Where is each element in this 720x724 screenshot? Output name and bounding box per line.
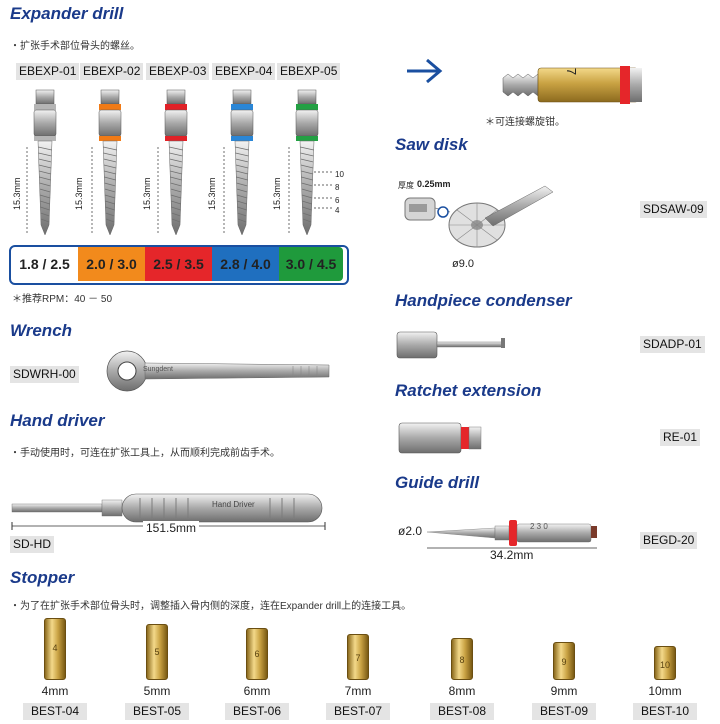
stopper-size-9: 9mm bbox=[550, 684, 578, 698]
wrench-illustration bbox=[106, 350, 330, 392]
stopper-number-10: 10 bbox=[659, 659, 670, 670]
code-ebexp-02: EBEXP-02 bbox=[80, 63, 144, 80]
code-best-5: BEST-05 bbox=[125, 703, 189, 720]
handpiece-condenser-illustration bbox=[396, 331, 505, 359]
code-best-10: BEST-10 bbox=[633, 703, 697, 720]
guide-drill-diameter: ø2.0 bbox=[398, 524, 423, 538]
hand-driver-length: 151.5mm bbox=[143, 521, 200, 535]
depth-mark-6: 6 bbox=[335, 196, 340, 205]
guide-drill-length: 34.2mm bbox=[490, 548, 534, 562]
expander-drill-title: Expander drill bbox=[10, 4, 124, 23]
stopper-number-6: 6 bbox=[254, 649, 260, 659]
stopper-body-7: 7 bbox=[347, 634, 369, 680]
band-1: 1.8 / 2.5 bbox=[11, 247, 78, 281]
code-best-8: BEST-08 bbox=[430, 703, 494, 720]
expander-drill-illustrations bbox=[26, 89, 332, 236]
length-label-1: 15.3mm bbox=[12, 177, 22, 210]
guide-drill-title: Guide drill bbox=[395, 473, 480, 492]
depth-mark-4: 4 bbox=[335, 206, 340, 215]
band-4: 2.8 / 4.0 bbox=[212, 247, 279, 281]
band-5-label: 3.0 / 4.5 bbox=[285, 256, 337, 272]
length-label-2: 15.3mm bbox=[74, 177, 84, 210]
code-begd-20: BEGD-20 bbox=[640, 532, 698, 549]
stopper-size-7: 7mm bbox=[344, 684, 372, 698]
stopper-size-8: 8mm bbox=[448, 684, 476, 698]
depth-mark-8: 8 bbox=[335, 183, 340, 192]
depth-mark-10: 10 bbox=[335, 170, 344, 179]
stopper-note: ・为了在扩张手术部位骨头时，调整插入骨内侧的深度，连在Expander dril… bbox=[10, 601, 412, 612]
code-sd-hd: SD-HD bbox=[10, 536, 54, 553]
hand-driver-engraving: Hand Driver bbox=[212, 500, 255, 509]
code-best-4: BEST-04 bbox=[23, 703, 87, 720]
stopper-body-9: 9 bbox=[553, 642, 575, 680]
adapter-number: 7 bbox=[564, 67, 580, 76]
stopper-size-10: 10mm bbox=[648, 684, 682, 698]
saw-disk-thickness-label: 厚度 bbox=[398, 181, 414, 190]
saw-disk-thickness: 0.25mm bbox=[417, 179, 451, 189]
length-label-5: 15.3mm bbox=[272, 177, 282, 210]
band-5: 3.0 / 4.5 bbox=[279, 247, 343, 281]
length-label-3: 15.3mm bbox=[142, 177, 152, 210]
code-ebexp-03: EBEXP-03 bbox=[146, 63, 210, 80]
band-4-label: 2.8 / 4.0 bbox=[220, 256, 271, 272]
stopper-size-4: 4mm bbox=[41, 684, 69, 698]
band-1-label: 1.8 / 2.5 bbox=[19, 256, 70, 272]
stopper-title: Stopper bbox=[10, 568, 75, 587]
stopper-body-10: 10 bbox=[654, 646, 676, 680]
band-3-label: 2.5 / 3.5 bbox=[153, 256, 204, 272]
code-sdsaw-09: SDSAW-09 bbox=[640, 201, 707, 218]
wrench-title: Wrench bbox=[10, 321, 73, 340]
adapter-note: ＊可连接螺旋钳。 bbox=[485, 117, 565, 128]
stopper-number-9: 9 bbox=[561, 657, 567, 668]
saw-disk-illustration bbox=[404, 185, 554, 248]
saw-disk-diameter: ø9.0 bbox=[452, 258, 475, 270]
rpm-note: ＊推荐RPM：40 － 50 bbox=[12, 294, 113, 305]
code-best-6: BEST-06 bbox=[225, 703, 289, 720]
arrow-right-icon bbox=[407, 58, 443, 84]
length-label-4: 15.3mm bbox=[207, 177, 217, 210]
stopper-adapter-illustration bbox=[502, 66, 642, 104]
hand-driver-note: ・手动使用时，可连在扩张工具上，从而顺利完成前齿手术。 bbox=[10, 448, 280, 459]
diameter-band-bar bbox=[9, 245, 349, 285]
ratchet-extension-illustration bbox=[398, 422, 482, 454]
wrench-brand: Sungdent bbox=[143, 366, 173, 373]
expander-drill-4 bbox=[223, 89, 254, 236]
stopper-body-8: 8 bbox=[451, 638, 473, 680]
ratchet-extension-title: Ratchet extension bbox=[395, 381, 542, 400]
stopper-number-5: 5 bbox=[154, 646, 160, 657]
code-ebexp-04: EBEXP-04 bbox=[212, 63, 276, 80]
expander-drill-3 bbox=[157, 89, 188, 236]
band-2-label: 2.0 / 3.0 bbox=[86, 256, 137, 272]
hand-driver-illustration bbox=[11, 493, 323, 523]
band-3: 2.5 / 3.5 bbox=[145, 247, 212, 281]
stopper-number-8: 8 bbox=[459, 655, 465, 665]
expander-drill-note: ・扩张手术部位骨头的螺丝。 bbox=[10, 41, 140, 52]
expander-drill-5 bbox=[288, 89, 319, 236]
code-best-9: BEST-09 bbox=[532, 703, 596, 720]
stopper-number-7: 7 bbox=[355, 652, 361, 663]
code-ebexp-01: EBEXP-01 bbox=[16, 63, 80, 80]
expander-drill-2 bbox=[91, 89, 122, 236]
code-sdwrh-00: SDWRH-00 bbox=[10, 366, 79, 383]
stopper-number-4: 4 bbox=[52, 643, 58, 653]
code-re-01: RE-01 bbox=[660, 429, 701, 446]
code-best-7: BEST-07 bbox=[326, 703, 390, 720]
stopper-size-5: 5mm bbox=[143, 684, 171, 698]
guide-drill-illustration bbox=[426, 520, 597, 549]
band-2: 2.0 / 3.0 bbox=[78, 247, 145, 281]
stopper-size-6: 6mm bbox=[243, 684, 271, 698]
guide-drill-marks: 2 3 0 bbox=[530, 522, 548, 531]
expander-drill-1 bbox=[26, 89, 57, 236]
code-sdadp-01: SDADP-01 bbox=[640, 336, 705, 353]
handpiece-condenser-title: Handpiece condenser bbox=[395, 291, 572, 310]
saw-disk-title: Saw disk bbox=[395, 135, 468, 154]
hand-driver-title: Hand driver bbox=[10, 411, 105, 430]
code-ebexp-05: EBEXP-05 bbox=[277, 63, 341, 80]
stopper-body-6: 6 bbox=[246, 628, 268, 680]
stopper-body-4: 4 bbox=[44, 618, 66, 680]
stopper-body-5: 5 bbox=[146, 624, 168, 680]
